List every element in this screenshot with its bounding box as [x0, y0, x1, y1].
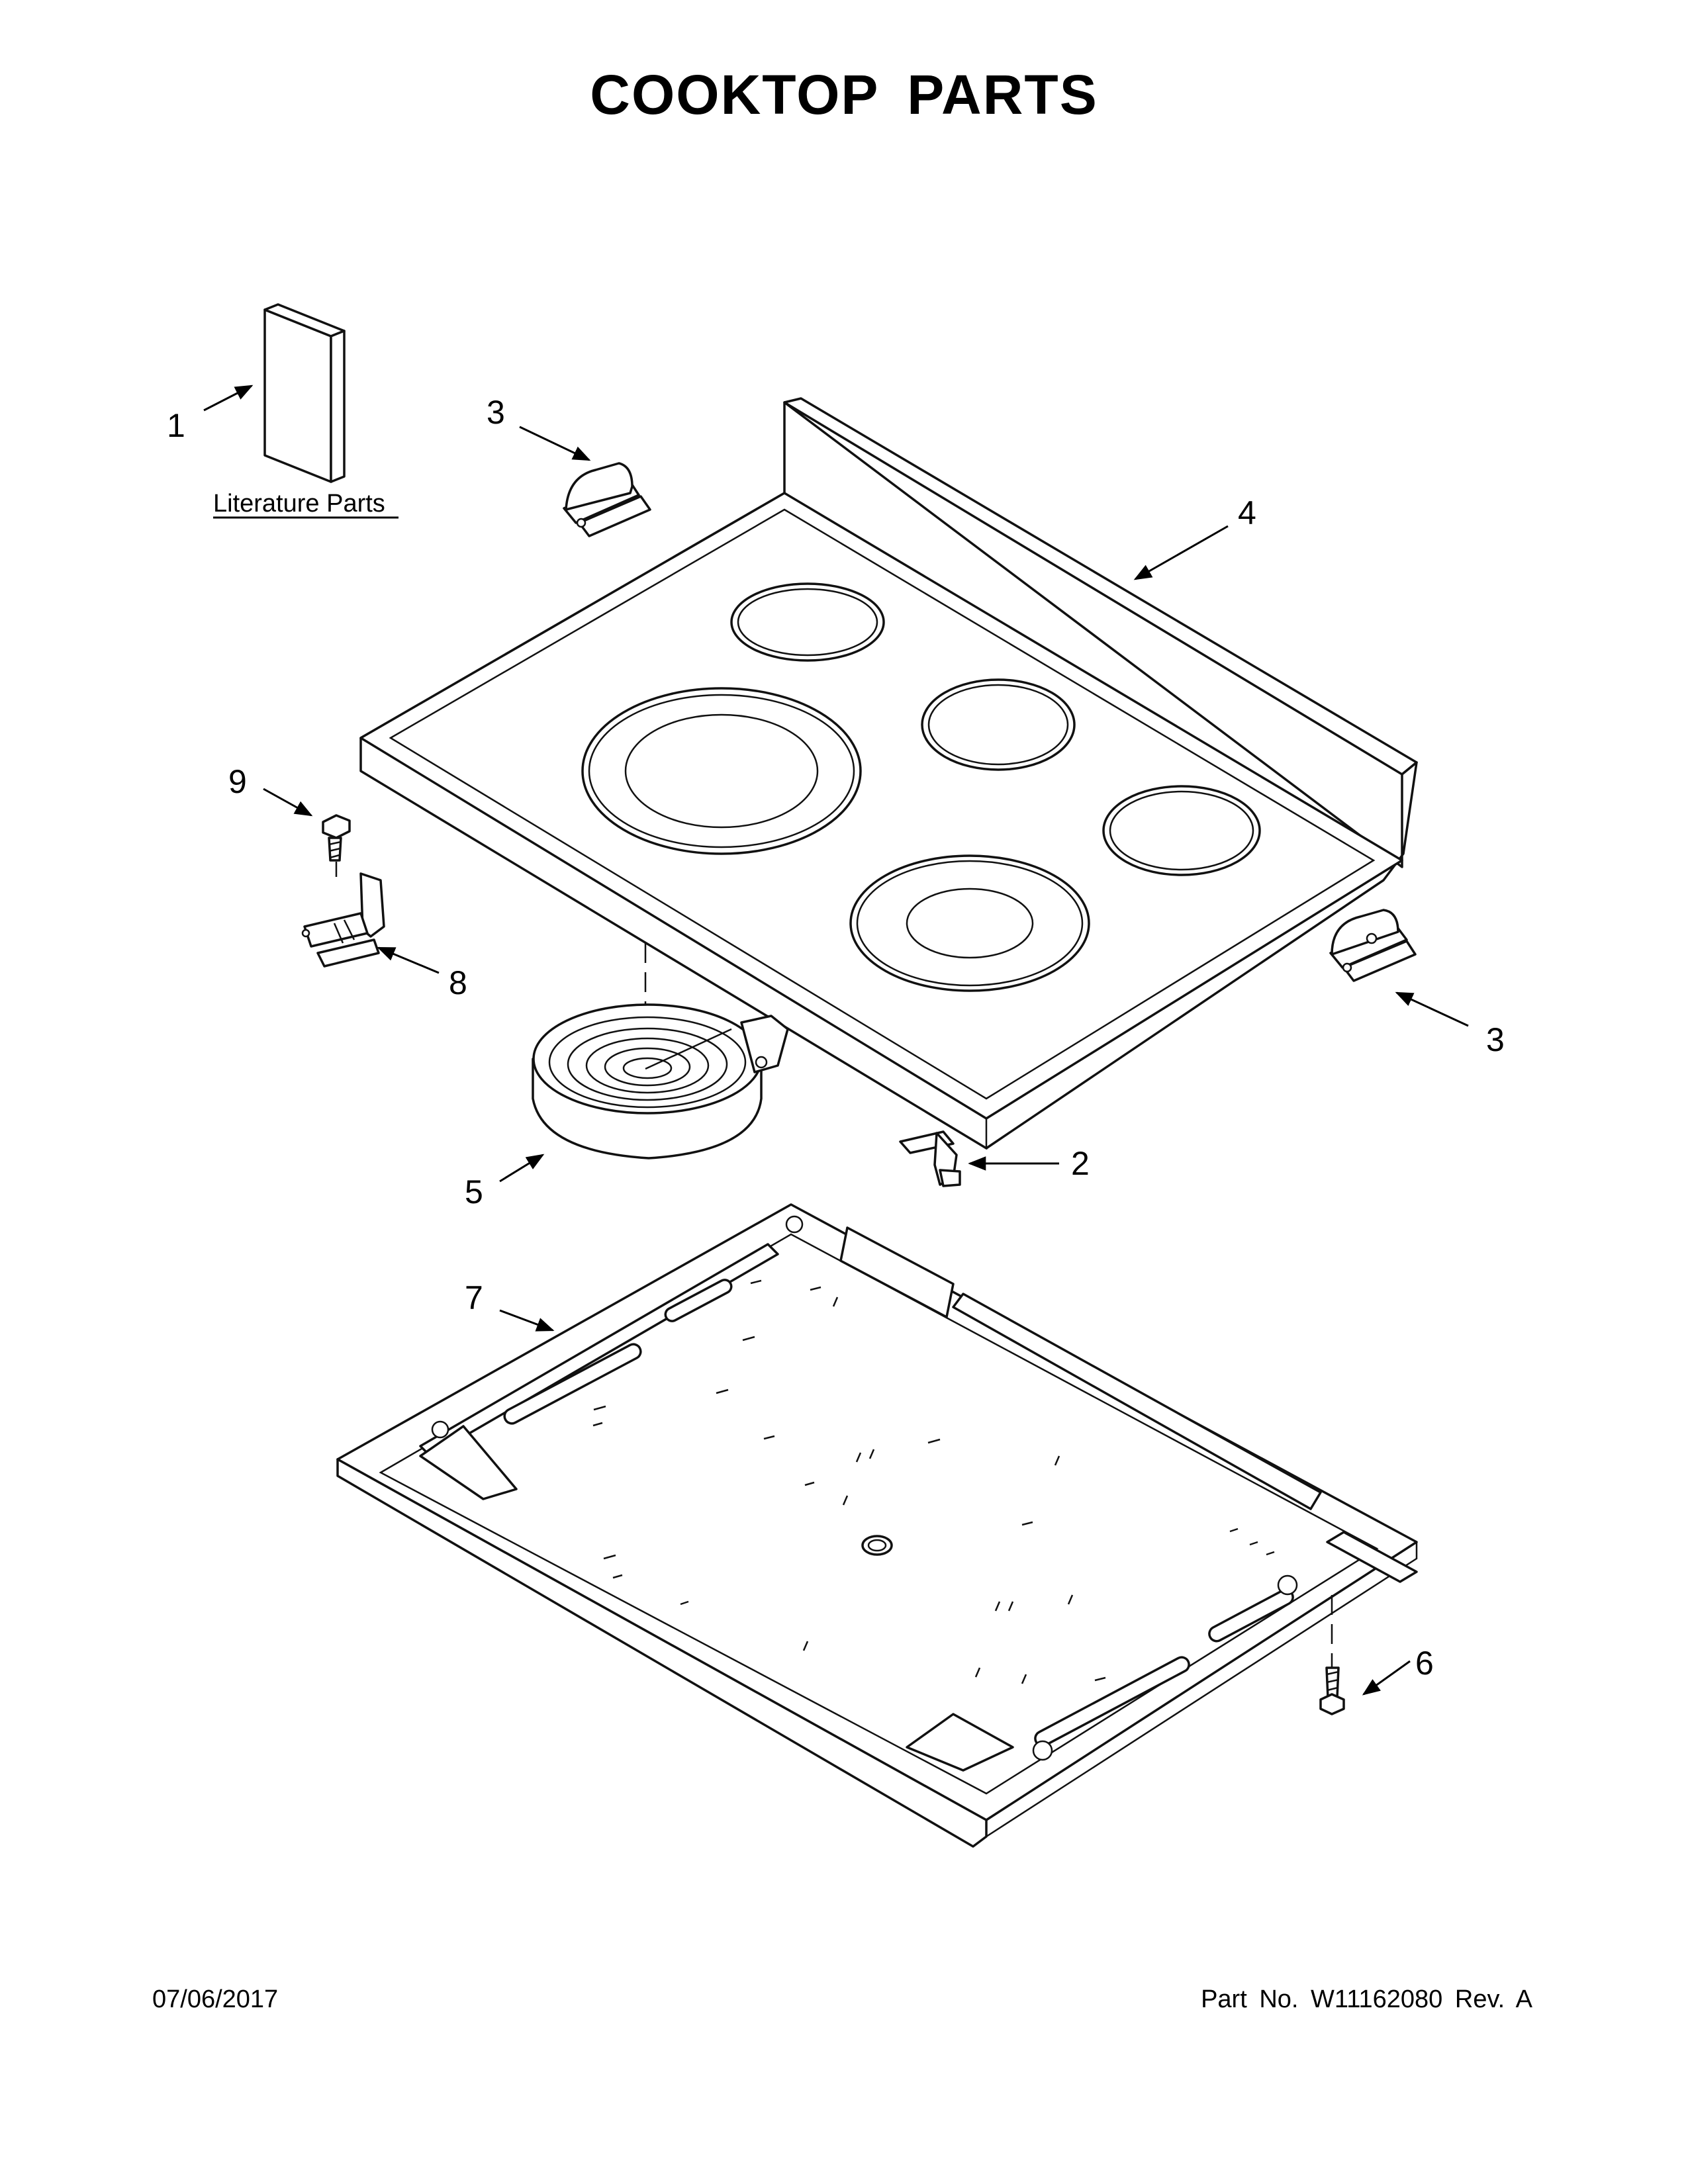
callout-1: 1: [167, 407, 185, 444]
glass-bracket-right: [1329, 909, 1417, 982]
screw-part-9: [322, 814, 351, 862]
callout-2: 2: [1071, 1145, 1090, 1182]
callout-arrows: [203, 385, 1469, 1696]
literature-parts-label: Literature Parts: [213, 490, 385, 518]
radiant-surface-element: [532, 1003, 789, 1160]
screw-part-6: [1319, 1666, 1345, 1715]
mounting-bracket-part-8: [301, 872, 385, 968]
callout-3-left: 3: [487, 394, 505, 431]
callout-8: 8: [449, 964, 467, 1001]
glass-bracket-left: [563, 462, 651, 537]
cooktop-glass: [359, 397, 1418, 1150]
literature-parts-booklet: [263, 303, 346, 483]
callout-5: 5: [465, 1173, 483, 1210]
callout-7: 7: [465, 1279, 483, 1316]
main-top-frame: [336, 1203, 1418, 1848]
callout-4: 4: [1238, 494, 1256, 531]
callout-6: 6: [1415, 1645, 1434, 1682]
glass-clip-part-2: [899, 1130, 961, 1187]
footer-date: 07/06/2017: [152, 1985, 279, 2013]
callout-9: 9: [228, 763, 247, 800]
callout-3-right: 3: [1486, 1021, 1505, 1058]
footer-part-number: Part No. W11162080 Rev. A: [1201, 1985, 1532, 2013]
page-title: COOKTOP PARTS: [590, 64, 1098, 126]
